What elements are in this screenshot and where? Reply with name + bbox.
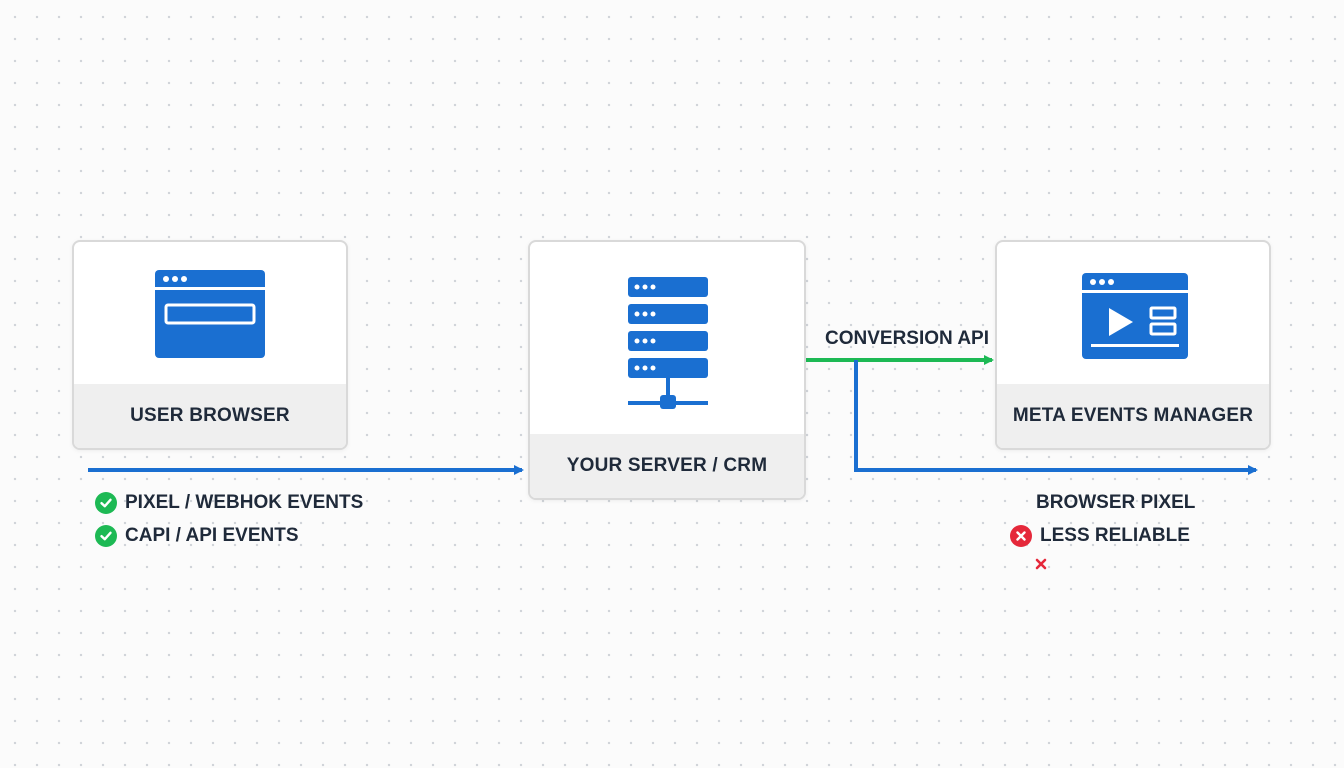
- video-dashboard-icon: [1082, 273, 1188, 359]
- event-item-capi-api: CAPI / API EVENTS: [95, 525, 299, 547]
- check-circle-icon: [95, 492, 117, 514]
- pixel-note-less-reliable: LESS RELIABLE: [1010, 525, 1190, 547]
- event-item-label: CAPI / API EVENTS: [125, 525, 299, 546]
- event-item-label: PIXEL / WEBHOK EVENTS: [125, 492, 364, 513]
- browser-window-icon: [155, 270, 265, 358]
- server-crm-node: YOUR SERVER / CRM: [528, 240, 806, 500]
- server-stack-icon: [628, 277, 708, 409]
- meta-events-manager-label: META EVENTS MANAGER: [997, 384, 1269, 448]
- check-circle-icon: [95, 525, 117, 547]
- user-browser-label: USER BROWSER: [74, 384, 346, 448]
- conversion-api-label: CONVERSION API: [825, 328, 989, 349]
- small-x-icon: [1035, 558, 1047, 570]
- meta-events-manager-node: META EVENTS MANAGER: [995, 240, 1271, 450]
- server-crm-label: YOUR SERVER / CRM: [530, 434, 804, 498]
- browser-pixel-arrow: [854, 360, 1258, 475]
- error-circle-icon: [1010, 525, 1032, 547]
- pixel-note-label: LESS RELIABLE: [1040, 525, 1190, 546]
- browser-pixel-label: BROWSER PIXEL: [1036, 492, 1196, 513]
- user-browser-node: USER BROWSER: [72, 240, 348, 450]
- event-item-pixel-webhook: PIXEL / WEBHOK EVENTS: [95, 492, 363, 514]
